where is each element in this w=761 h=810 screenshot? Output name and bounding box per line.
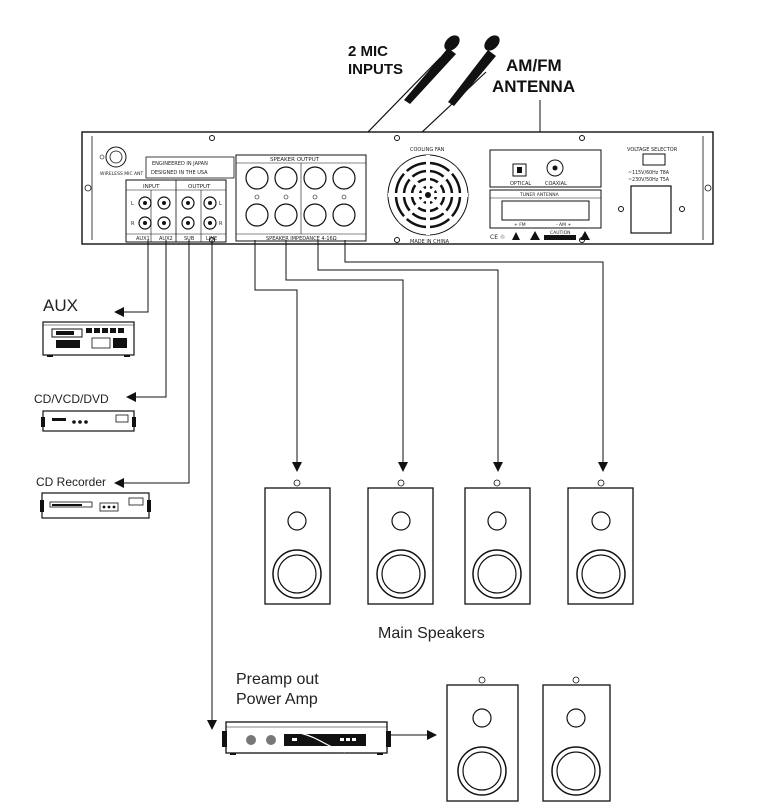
aux1-label: AUX1 bbox=[136, 236, 150, 242]
voltage-option-label: ~115V/60Hz T8A bbox=[628, 170, 670, 176]
voltage-selector-label: VOLTAGE SELECTOR bbox=[627, 147, 678, 153]
speaker-output-label: SPEAKER OUTPUT bbox=[270, 157, 320, 163]
sub-speaker bbox=[542, 676, 611, 802]
channel-l-label: L bbox=[219, 201, 222, 207]
digital-input-block bbox=[489, 149, 602, 188]
channel-l-label: L bbox=[131, 201, 134, 207]
cd-vcd-dvd-label: CD/VCD/DVD bbox=[34, 392, 109, 406]
line-label: LINE bbox=[206, 236, 217, 242]
speaker-connection-lines bbox=[254, 240, 608, 472]
power-inlet bbox=[618, 185, 685, 234]
aux2-label: AUX2 bbox=[159, 236, 173, 242]
engineered-in-label: ENGINEERED IN JAPAN bbox=[152, 161, 208, 167]
mic-inputs-label: 2 MIC bbox=[348, 43, 388, 60]
power-amplifier-device bbox=[222, 721, 391, 755]
optical-label: OPTICAL bbox=[510, 181, 531, 187]
speaker-impedance-label: SPEAKER IMPEDANCE 4-16Ω bbox=[266, 236, 337, 242]
tuner-antenna-terminal bbox=[489, 189, 602, 229]
main-speaker bbox=[464, 479, 531, 605]
antenna-label: ANTENNA bbox=[492, 77, 575, 96]
warning-icon bbox=[512, 231, 590, 240]
sub-label: SUB bbox=[184, 236, 195, 242]
origin-label-box bbox=[145, 156, 235, 179]
power-amp-label: Power Amp bbox=[236, 691, 318, 708]
input-label: INPUT bbox=[143, 184, 160, 190]
main-speaker bbox=[567, 479, 634, 605]
speaker-output-terminals bbox=[235, 154, 367, 242]
channel-r-label: R bbox=[219, 221, 223, 227]
rca-jack-block bbox=[125, 179, 227, 243]
cd-recorder-label: CD Recorder bbox=[36, 475, 106, 489]
coaxial-label: COAXIAL bbox=[545, 181, 567, 187]
wireless-mic-label: WIRELESS MIC ANT bbox=[100, 171, 143, 177]
aux-device bbox=[42, 321, 135, 357]
main-speaker bbox=[264, 479, 331, 605]
voltage-option-label: ~230V/50Hz T5A bbox=[628, 177, 670, 183]
main-speaker bbox=[367, 479, 434, 605]
output-label: OUTPUT bbox=[188, 184, 211, 190]
designed-in-label: DESIGNED IN THE USA bbox=[151, 170, 208, 176]
microphone-icon bbox=[419, 35, 500, 135]
wireless-mic-antenna-jack bbox=[99, 146, 127, 168]
cd-recorder-device bbox=[40, 492, 151, 519]
channel-r-label: R bbox=[131, 221, 135, 227]
cooling-fan-label: COOLING FAN bbox=[410, 147, 445, 153]
certification-marks: CE ♲ bbox=[490, 234, 505, 241]
antenna-label: AM/FM bbox=[506, 56, 562, 75]
tuner-antenna-label: TUNER ANTENNA bbox=[519, 192, 560, 198]
am-label: - AM + bbox=[556, 222, 571, 228]
voltage-selector-switch bbox=[642, 153, 666, 166]
main-speakers-label: Main Speakers bbox=[378, 625, 485, 642]
preamp-out-label: Preamp out bbox=[236, 671, 319, 688]
mic-inputs-label: INPUTS bbox=[348, 61, 403, 78]
source-connection-lines bbox=[114, 240, 217, 730]
fm-label: + FM bbox=[514, 222, 526, 228]
sub-speaker bbox=[446, 676, 519, 802]
cooling-fan-icon bbox=[387, 154, 469, 236]
aux-label: AUX bbox=[43, 296, 78, 315]
made-in-label: MADE IN CHINA bbox=[410, 239, 450, 245]
caution-label: CAUTION bbox=[550, 230, 571, 236]
microphone-icon bbox=[367, 35, 460, 133]
cd-vcd-dvd-player bbox=[41, 410, 136, 432]
